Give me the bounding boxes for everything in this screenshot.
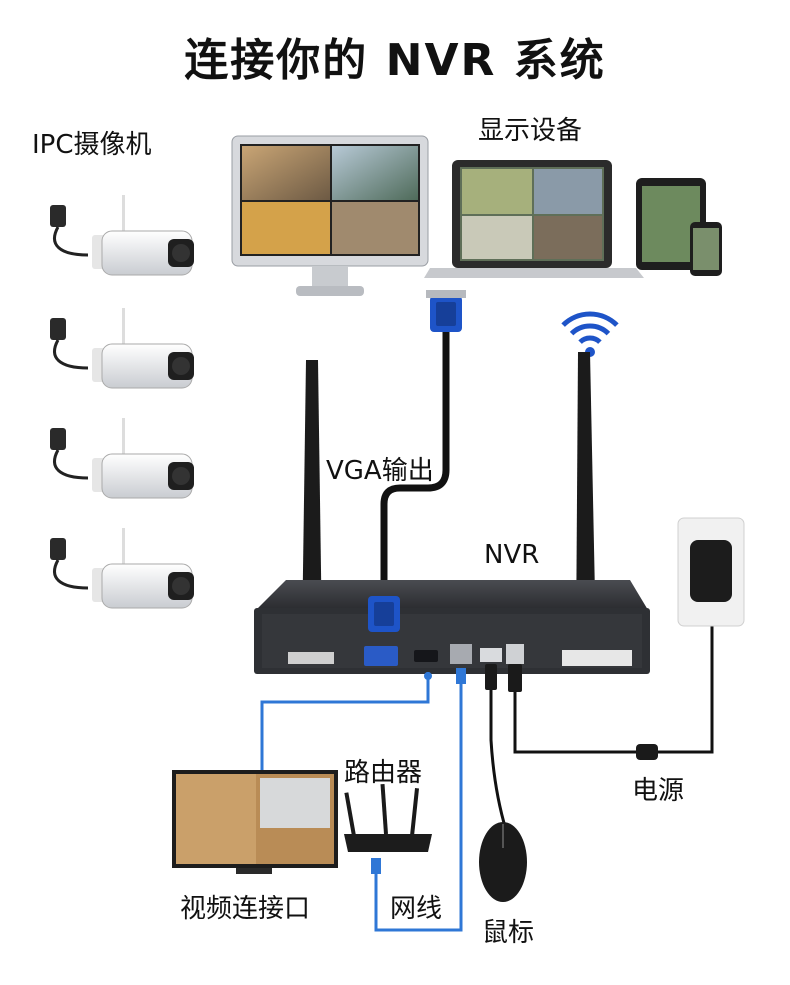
laptop-display: [424, 160, 644, 278]
label-mouse: 鼠标: [482, 918, 535, 948]
vga-plug-nvr: [368, 596, 400, 632]
ipc-camera-1: [50, 195, 194, 276]
vga-connector-top: [426, 290, 466, 332]
label-router: 路由器: [344, 758, 423, 788]
wifi-icon: [561, 311, 619, 357]
label-power: 电源: [632, 776, 685, 806]
phone-display: [690, 222, 722, 276]
ipc-camera-4: [50, 528, 194, 609]
label-ipc-camera: IPC摄像机: [32, 130, 152, 160]
router-device: [344, 783, 432, 852]
power-adapter: [677, 517, 745, 627]
label-display-devices: 显示设备: [478, 116, 583, 146]
ipc-camera-3: [50, 418, 194, 499]
label-nvr: NVR: [484, 540, 540, 570]
label-vga-output: VGA输出: [326, 456, 434, 486]
vga-cable: [380, 332, 450, 596]
mouse-device: [479, 822, 527, 902]
network-cable: [374, 672, 463, 932]
nvr-unit: [254, 580, 650, 674]
power-cable: [513, 620, 714, 754]
label-network-cable: 网线: [390, 894, 443, 924]
mouse-cable: [489, 664, 508, 831]
monitor-display: [231, 135, 429, 296]
label-video-port: 视频连接口: [180, 894, 311, 924]
tv-display: [172, 770, 338, 874]
page-title: 连接你的 NVR 系统: [184, 35, 606, 86]
video-cable: [260, 672, 430, 772]
ipc-camera-2: [50, 308, 194, 389]
antenna-right: [576, 352, 596, 644]
antenna-left: [302, 360, 322, 640]
